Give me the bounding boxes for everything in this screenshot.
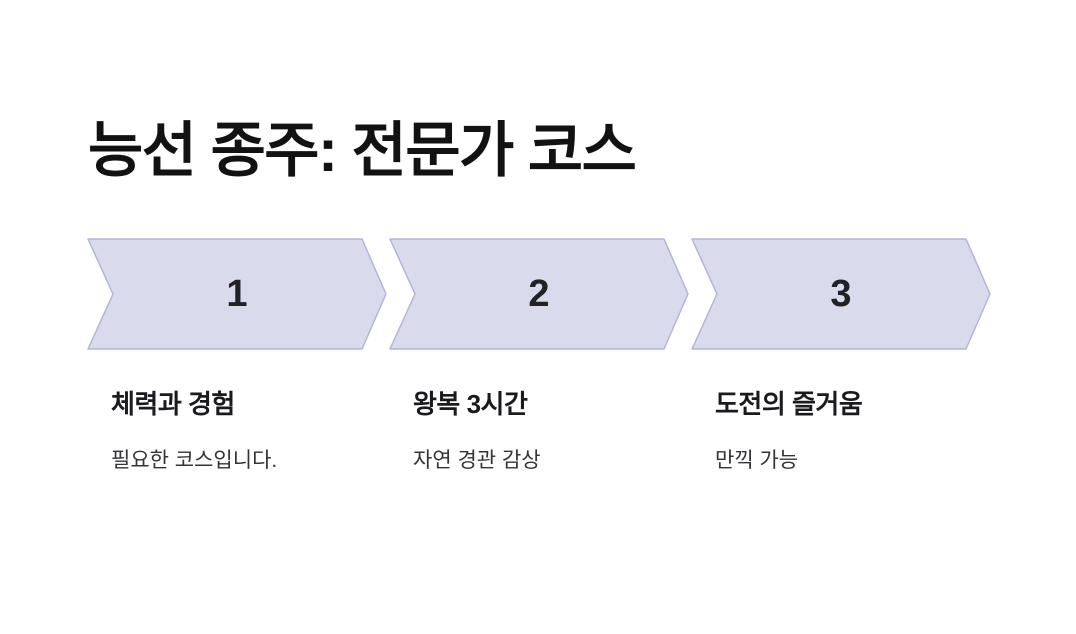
chevron-step-2-shape [389, 238, 689, 350]
page-title: 능선 종주: 전문가 코스 [88, 117, 637, 184]
step-1-detail: 체력과 경험 필요한 코스입니다. [111, 388, 393, 474]
step-3-detail: 도전의 즐거움 만끽 가능 [715, 388, 997, 474]
step-2-detail: 왕복 3시간 자연 경관 감상 [413, 388, 695, 474]
step-1-description: 필요한 코스입니다. [111, 448, 278, 472]
chevron-step-1-shape [87, 238, 387, 350]
chevron-step-3-shape [691, 238, 991, 350]
step-2-description: 자연 경관 감상 [413, 448, 541, 472]
process-chevron-band [87, 238, 991, 350]
step-3-heading: 도전의 즐거움 [715, 389, 863, 419]
step-1-heading: 체력과 경험 [111, 389, 235, 419]
step-2-heading: 왕복 3시간 [413, 389, 528, 419]
step-3-description: 만끽 가능 [715, 448, 799, 472]
